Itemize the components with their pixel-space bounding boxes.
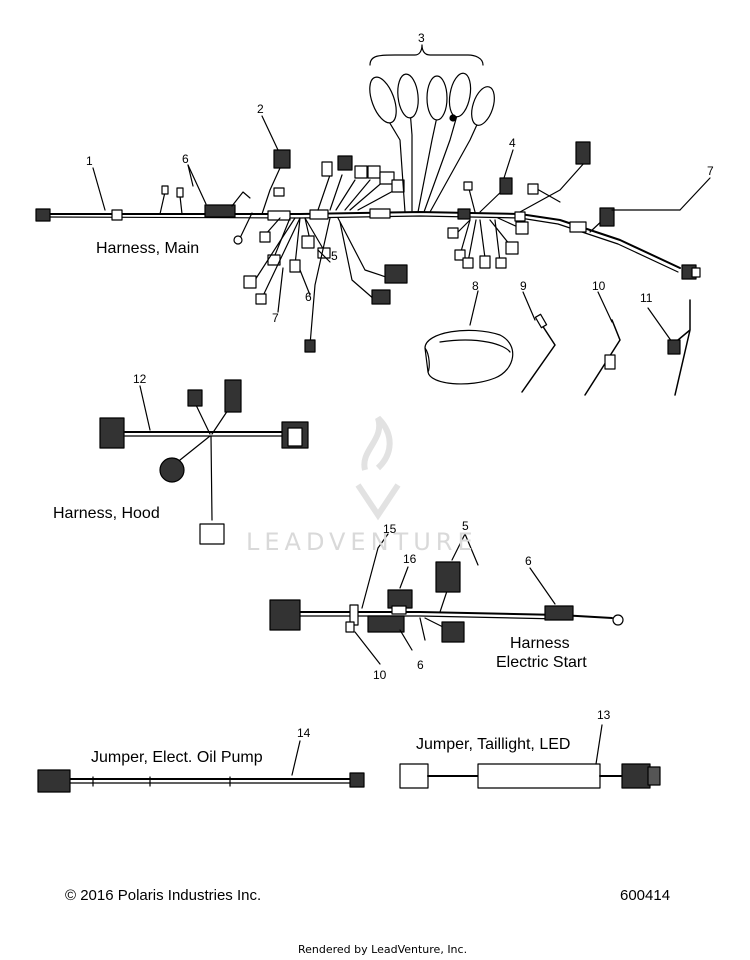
hood-harness [100,380,308,544]
callout-6-es-right: 6 [525,554,532,568]
part-8-sleeve [425,330,513,384]
callout-1: 1 [86,154,93,168]
callout-6-main-top: 6 [182,152,189,166]
callout-6-main-bottom: 6 [305,290,312,304]
callout-2: 2 [257,102,264,116]
callout-10-es: 10 [373,668,387,682]
oil-pump-jumper [38,770,364,792]
callout-11: 11 [640,291,653,305]
rendered-by-text: Rendered by LeadVenture, Inc. [298,943,468,956]
taillight-jumper [400,764,660,788]
callout-14: 14 [297,726,311,740]
callout-9: 9 [520,279,527,293]
part-10-tie [585,320,620,395]
callout-6-es-bottom: 6 [417,658,424,672]
figure-number: 600414 [620,887,671,904]
callout-13: 13 [597,708,611,722]
callout-5-main: 5 [331,249,338,263]
callout-15: 15 [383,522,397,536]
callout-5-es: 5 [462,519,469,533]
label-harness-hood: Harness, Hood [53,505,160,522]
watermark-text: LEADVENTURE [246,528,478,556]
label-jumper-taillight: Jumper, Taillight, LED [416,736,571,753]
main-harness [36,72,700,352]
callout-8: 8 [472,279,479,293]
label-harness-es-line1: Harness [510,635,570,652]
label-jumper-oil-pump: Jumper, Elect. Oil Pump [91,749,263,766]
leadventure-watermark-logo [358,418,398,515]
capsule-connectors [364,72,498,129]
label-harness-main: Harness, Main [96,240,200,257]
electric-start-harness [270,562,623,642]
label-harness-es-line2: Electric Start [496,654,587,671]
callout-12: 12 [133,372,147,386]
callout-10-top: 10 [592,279,606,293]
copyright-text: © 2016 Polaris Industries Inc. [65,887,262,904]
callout-7-right: 7 [707,164,714,178]
callout-4: 4 [509,136,516,150]
callout-16: 16 [403,552,417,566]
callout-3: 3 [418,31,425,45]
callout-leaders-main [93,45,710,342]
part-9-tie [522,322,555,392]
callout-leaders-es [355,534,555,664]
callout-7-left: 7 [272,311,279,325]
